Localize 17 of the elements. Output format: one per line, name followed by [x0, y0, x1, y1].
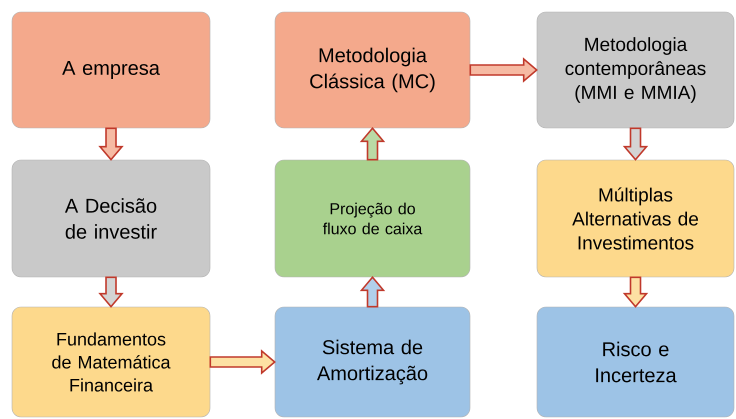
process-box: Projeção do fluxo de caixa — [274, 160, 470, 278]
process-box: Sistema de Amortização — [274, 306, 470, 418]
block-arrow — [622, 128, 648, 161]
block-arrow — [470, 57, 538, 83]
process-box: A Decisão de investir — [12, 160, 210, 278]
process-box: A empresa — [12, 12, 210, 128]
block-arrow — [622, 276, 648, 308]
process-box: Múltiplas Alternativas de Investimentos — [536, 160, 734, 278]
block-arrow — [210, 349, 276, 375]
process-box: Metodologia Clássica (MC) — [274, 12, 470, 128]
block-arrow — [98, 128, 124, 161]
block-arrow — [360, 276, 386, 308]
process-box: Risco e Incerteza — [536, 306, 734, 418]
block-arrow — [98, 276, 124, 308]
process-box: Fundamentos de Matemática Financeira — [12, 306, 210, 418]
process-box: Metodologia contemporâneas (MMI e MMIA) — [536, 12, 734, 128]
block-arrow — [360, 127, 386, 160]
